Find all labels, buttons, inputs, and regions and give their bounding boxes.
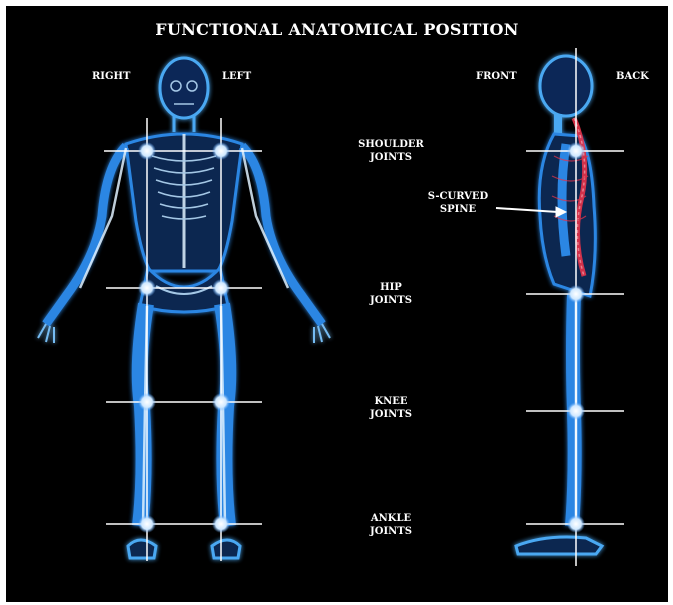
knee-joints-label: KNEE JOINTS bbox=[336, 395, 446, 421]
diagram-title: FUNCTIONAL ANATOMICAL POSITION bbox=[6, 23, 668, 36]
ankle-joints-label: ANKLE JOINTS bbox=[336, 512, 446, 538]
side-body-figure bbox=[516, 56, 602, 554]
diagram-panel: FUNCTIONAL ANATOMICAL POSITION RIGHT LEF… bbox=[6, 6, 668, 602]
hip-joints-label: HIP JOINTS bbox=[336, 281, 446, 307]
front-body-figure bbox=[38, 58, 330, 558]
right-side-label: RIGHT bbox=[92, 70, 130, 83]
shoulder-joints-label: SHOULDER JOINTS bbox=[336, 138, 446, 164]
front-view-label: FRONT bbox=[476, 70, 517, 83]
left-side-label: LEFT bbox=[222, 70, 251, 83]
back-view-label: BACK bbox=[616, 70, 649, 83]
spine-callout-arrow bbox=[496, 207, 566, 217]
s-curved-spine-label: S-CURVED SPINE bbox=[418, 190, 498, 216]
